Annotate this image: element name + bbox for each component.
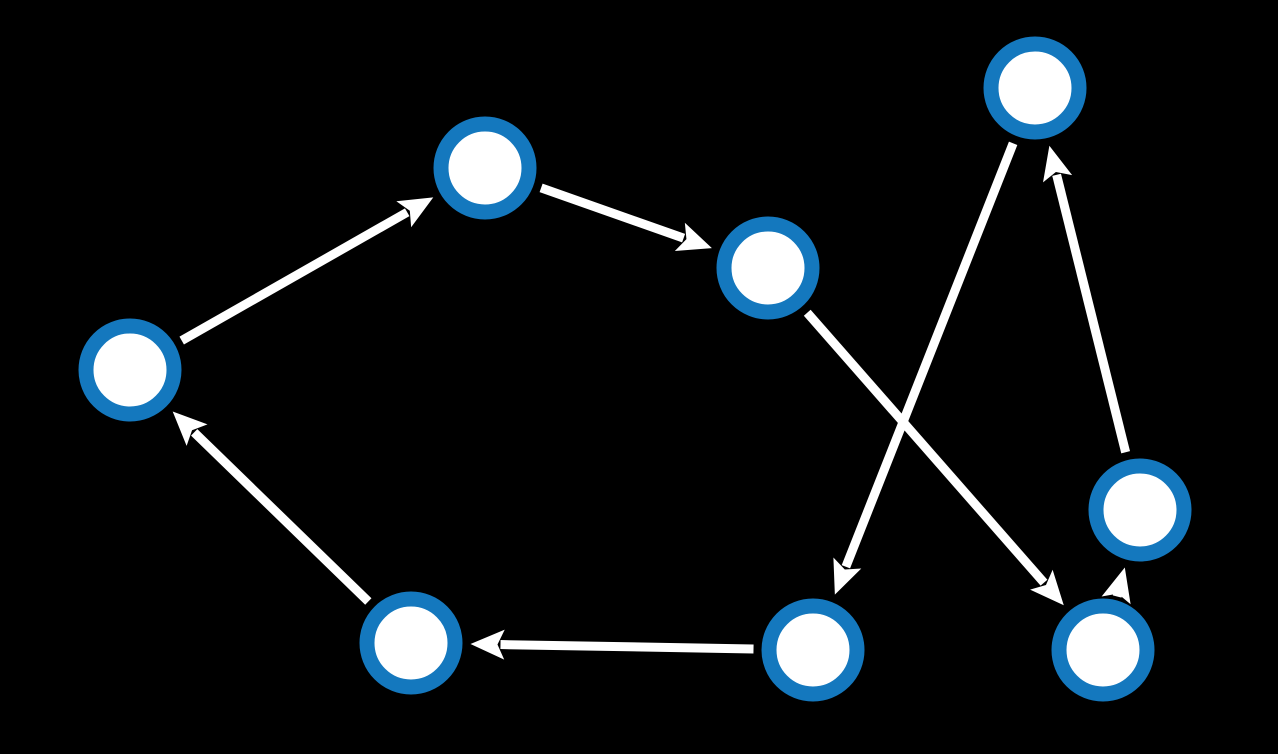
graph-node[interactable]	[433, 116, 537, 220]
graph-node[interactable]	[359, 591, 463, 695]
edge-line	[803, 309, 1048, 586]
edge-arrowhead-icon	[172, 411, 208, 446]
edges-layer	[172, 141, 1131, 660]
edge-arrowhead-icon	[396, 197, 434, 228]
edge-arrowhead-icon	[470, 629, 505, 660]
edge-line	[500, 640, 754, 654]
node-circle	[761, 598, 865, 702]
graph-edge[interactable]	[179, 197, 434, 345]
edge-line	[179, 208, 410, 345]
node-circle	[716, 216, 820, 320]
node-circle	[78, 318, 182, 422]
graph-node[interactable]	[1088, 458, 1192, 562]
node-circle	[1051, 598, 1155, 702]
edge-arrowhead-icon	[1043, 145, 1073, 183]
graph-edge[interactable]	[172, 411, 372, 605]
graph-edge[interactable]	[539, 183, 712, 251]
graph-node[interactable]	[78, 318, 182, 422]
graph-edge[interactable]	[833, 141, 1018, 595]
graph-node[interactable]	[716, 216, 820, 320]
graph-node[interactable]	[983, 36, 1087, 140]
nodes-layer	[78, 36, 1192, 702]
edge-arrowhead-icon	[1030, 569, 1064, 606]
edge-line	[191, 429, 372, 605]
edge-arrowhead-icon	[1101, 567, 1131, 605]
edge-line	[1052, 173, 1130, 454]
graph-edge[interactable]	[803, 309, 1064, 606]
node-circle	[1088, 458, 1192, 562]
node-circle	[359, 591, 463, 695]
edge-line	[539, 183, 686, 243]
node-circle	[983, 36, 1087, 140]
graph-edge[interactable]	[1043, 145, 1130, 454]
graph-node[interactable]	[1051, 598, 1155, 702]
edge-line	[841, 141, 1018, 569]
node-circle	[433, 116, 537, 220]
graph-edge[interactable]	[470, 629, 754, 660]
graph-node[interactable]	[761, 598, 865, 702]
edge-arrowhead-icon	[833, 557, 862, 595]
edge-arrowhead-icon	[674, 222, 712, 251]
graph-edge[interactable]	[1101, 567, 1131, 605]
